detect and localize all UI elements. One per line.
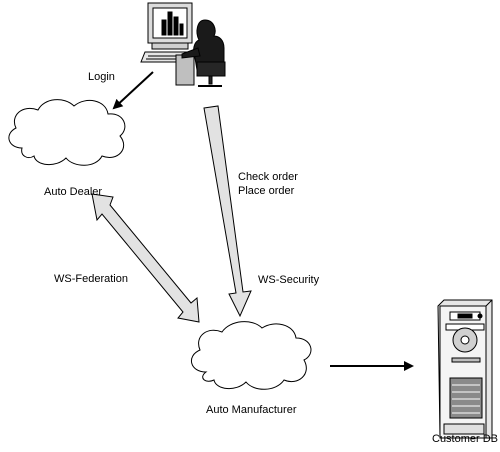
customer-db-label: Customer DB — [432, 433, 499, 445]
database-server-icon — [437, 299, 493, 439]
user-at-computer-icon — [140, 2, 226, 87]
login-label: Login — [88, 71, 115, 83]
check-place-order-arrow — [203, 105, 252, 318]
ws-federation-label: WS-Federation — [54, 273, 128, 285]
auto-dealer-label: Auto Dealer — [44, 186, 103, 198]
auto-dealer-cloud — [8, 99, 126, 166]
check-order-label: Check order — [238, 171, 298, 183]
login-arrow — [112, 71, 154, 110]
auto-manufacturer-label: Auto Manufacturer — [206, 404, 297, 416]
ws-federation-arrow — [91, 193, 200, 323]
auto-manufacturer-cloud — [191, 321, 312, 390]
place-order-label: Place order — [238, 185, 295, 197]
ws-security-label: WS-Security — [258, 274, 320, 286]
